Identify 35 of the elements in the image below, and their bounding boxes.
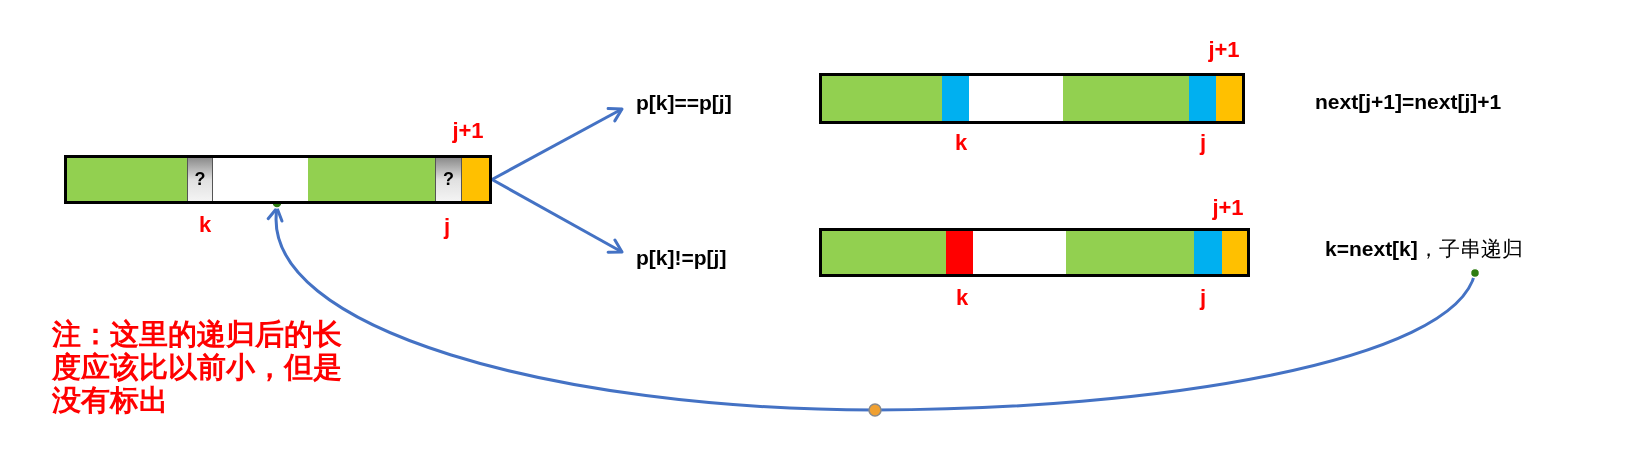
string-segment <box>1194 231 1222 274</box>
index-label: j+1 <box>452 120 484 142</box>
index-label: j <box>1199 132 1207 154</box>
arrow <box>269 206 1477 412</box>
unknown-char-cell: ? <box>435 158 462 201</box>
string-bar <box>819 228 1250 277</box>
condition-text: p[k]==p[j] <box>636 90 732 116</box>
condition-text: k=next[k]，子串递归 <box>1325 235 1523 263</box>
string-segment <box>1189 76 1216 121</box>
string-segment <box>1216 76 1242 121</box>
index-label: j+1 <box>1212 197 1244 219</box>
string-segment <box>946 231 973 274</box>
condition-text: p[k]!=p[j] <box>636 245 727 271</box>
index-label: j+1 <box>1208 39 1240 61</box>
string-segment <box>308 158 435 201</box>
string-segment <box>1066 231 1194 274</box>
string-segment <box>462 158 489 201</box>
index-label: k <box>198 214 212 236</box>
string-bar <box>64 155 492 204</box>
index-label: j <box>443 216 451 238</box>
string-segment <box>822 231 946 274</box>
index-label: k <box>955 287 969 309</box>
string-segment <box>67 158 187 201</box>
string-segment <box>822 76 942 121</box>
unknown-char-cell: ? <box>187 158 213 201</box>
arrow <box>491 107 624 181</box>
string-segment <box>1063 76 1189 121</box>
string-segment <box>1222 231 1247 274</box>
string-segment <box>942 76 969 121</box>
index-label: k <box>954 132 968 154</box>
index-label: j <box>1199 287 1207 309</box>
note-text: 注：这里的递归后的长度应该比以前小，但是没有标出 <box>52 318 343 417</box>
condition-text: next[j+1]=next[j]+1 <box>1315 89 1502 115</box>
string-bar <box>819 73 1245 124</box>
arrow <box>491 178 624 254</box>
